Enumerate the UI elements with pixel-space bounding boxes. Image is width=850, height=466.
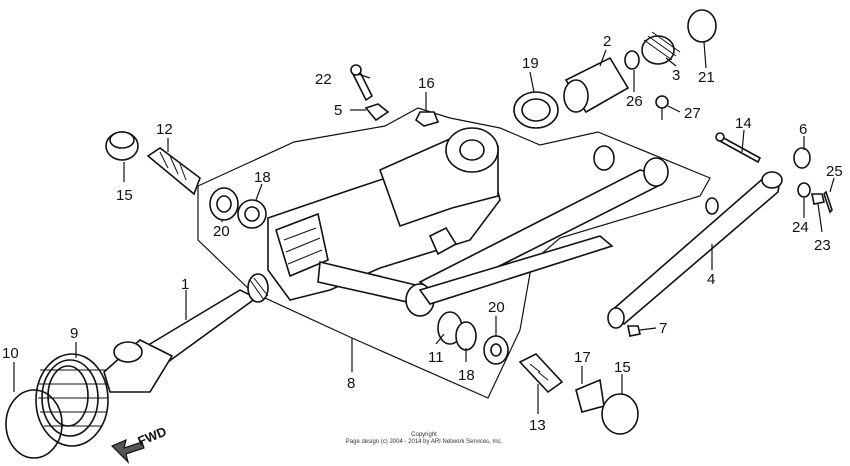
callout-24: 24 <box>792 219 809 236</box>
callout-6: 6 <box>799 121 807 138</box>
bearing-18-bottom <box>455 321 477 351</box>
ring-26 <box>624 50 640 70</box>
cap-left <box>105 131 139 161</box>
nut-23 <box>811 193 825 205</box>
cap-15-bottom <box>601 393 639 435</box>
callout-15-left: 15 <box>116 187 133 204</box>
callout-22: 22 <box>315 71 332 88</box>
rubber-boot <box>35 353 109 447</box>
bolt-14 <box>715 132 762 164</box>
bearing-holder-19 <box>513 91 559 129</box>
callout-3: 3 <box>672 67 680 84</box>
callout-1: 1 <box>181 276 189 293</box>
snap-ring <box>5 389 63 459</box>
bolt-27 <box>655 95 669 120</box>
oil-seal-20-bottom <box>483 335 509 365</box>
callout-14: 14 <box>735 115 752 132</box>
callout-8: 8 <box>347 375 355 392</box>
callout-12: 12 <box>156 121 173 138</box>
ring-21 <box>687 9 717 43</box>
spring-3 <box>641 31 681 65</box>
copyright-line-2: Page design (c) 2004 - 2014 by ARI Netwo… <box>346 439 503 445</box>
callout-23: 23 <box>814 237 831 254</box>
joint-2 <box>563 56 630 114</box>
drive-shaft <box>103 273 269 393</box>
leader-lines <box>13 41 835 414</box>
callout-20-bottom: 20 <box>488 299 505 316</box>
callout-19: 19 <box>522 55 539 72</box>
callout-27: 27 <box>684 105 701 122</box>
callout-2: 2 <box>603 33 611 50</box>
bearing-left <box>237 199 267 229</box>
swingarm <box>267 127 669 317</box>
nut-7 <box>627 325 641 337</box>
callout-10: 10 <box>2 345 19 362</box>
callout-9: 9 <box>70 325 78 342</box>
assembly-bracket-outline <box>197 107 711 399</box>
callout-18-left: 18 <box>254 169 271 186</box>
oil-seal-left <box>209 187 239 221</box>
torque-link-4 <box>607 171 783 329</box>
callout-7: 7 <box>659 320 667 337</box>
callout-17: 17 <box>574 349 591 366</box>
callout-26: 26 <box>626 93 643 110</box>
callout-18-bottom: 18 <box>458 367 475 384</box>
pivot-bolt-13 <box>518 353 564 394</box>
callout-25: 25 <box>826 163 843 180</box>
pivot-bolt-left <box>146 147 201 196</box>
callout-11: 11 <box>428 349 444 366</box>
collar-6 <box>793 147 811 169</box>
locknut-17 <box>575 378 605 413</box>
callout-5: 5 <box>334 102 342 119</box>
callout-20-left: 20 <box>213 223 230 240</box>
plate-5 <box>364 103 390 122</box>
callout-13: 13 <box>529 417 546 434</box>
callout-15-bottom: 15 <box>614 359 631 376</box>
callout-16: 16 <box>418 75 435 92</box>
nut-16 <box>414 111 440 127</box>
cotter-pin-25 <box>823 190 833 214</box>
copyright-line-1: Copyright <box>411 432 437 438</box>
callout-21: 21 <box>698 69 715 86</box>
washer-24 <box>797 182 811 198</box>
fwd-label: FWD <box>136 424 169 449</box>
forward-arrow-icon: FWD <box>110 424 169 464</box>
bolt-22 <box>350 64 374 102</box>
callout-4: 4 <box>707 271 715 288</box>
